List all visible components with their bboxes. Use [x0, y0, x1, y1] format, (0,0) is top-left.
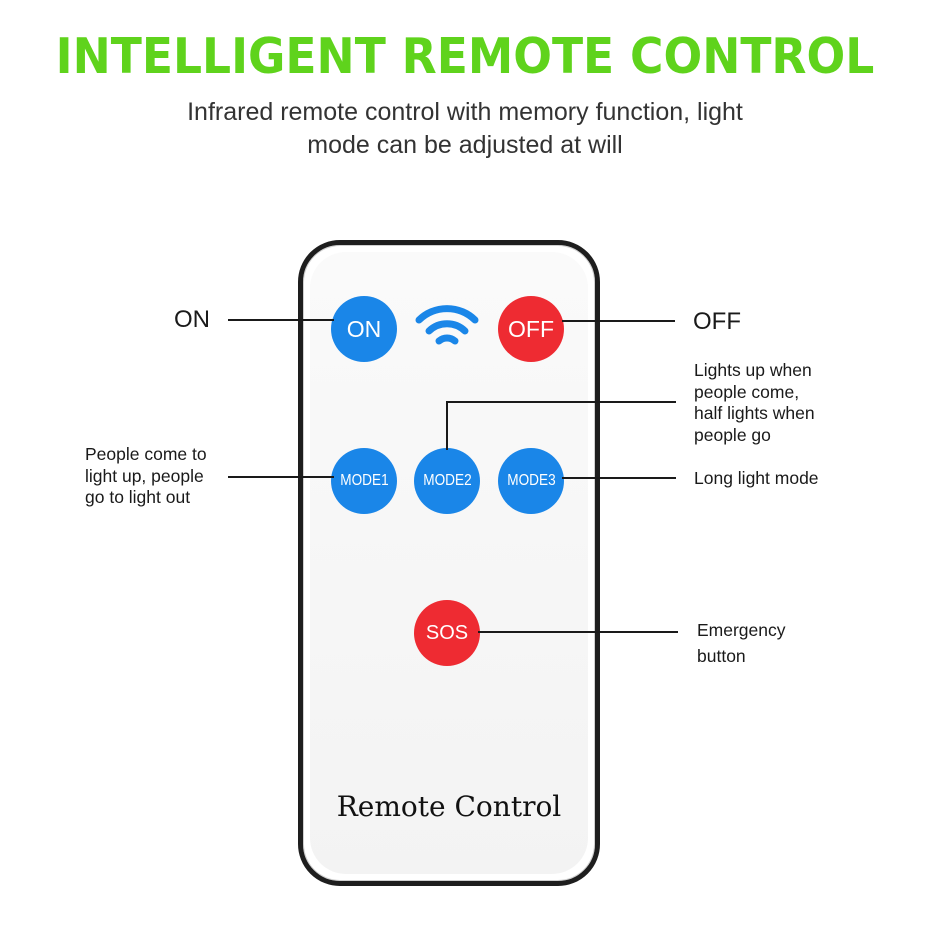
mode2-leader-vertical: [446, 401, 448, 450]
mode2-button[interactable]: MODE2: [414, 448, 480, 514]
off-button[interactable]: OFF: [498, 296, 564, 362]
subtitle-line-1: Infrared remote control with memory func…: [187, 98, 743, 126]
remote-brand-text: Remote Control: [336, 790, 562, 823]
mode2-button-label: MODE2: [422, 472, 472, 489]
mode3-leader-line: [562, 477, 676, 479]
off-leader-line: [562, 320, 675, 322]
on-callout: ON: [174, 306, 210, 333]
sos-leader-line: [478, 631, 678, 633]
wifi-icon: [415, 302, 479, 352]
mode2-callout: Lights up when people come, half lights …: [694, 360, 815, 446]
headline: INTELLIGENT REMOTE CONTROL: [55, 28, 875, 85]
on-button[interactable]: ON: [331, 296, 397, 362]
mode2-callout-line-3: half lights when: [694, 403, 815, 423]
mode1-callout-line-1: People come to: [85, 444, 207, 464]
mode3-button[interactable]: MODE3: [498, 448, 564, 514]
mode2-callout-line-1: Lights up when: [694, 360, 812, 380]
mode1-button[interactable]: MODE1: [331, 448, 397, 514]
mode1-callout: People come to light up, people go to li…: [85, 444, 207, 509]
mode1-callout-line-3: go to light out: [85, 487, 191, 507]
mode2-leader-horizontal: [446, 401, 676, 403]
off-callout: OFF: [693, 308, 741, 335]
off-button-label: OFF: [508, 315, 554, 342]
mode1-button-label: MODE1: [339, 472, 389, 489]
sos-callout: Emergency button: [697, 617, 786, 669]
sos-button-label: SOS: [425, 621, 469, 644]
subtitle-line-2: mode can be adjusted at will: [307, 131, 623, 159]
sos-button[interactable]: SOS: [414, 600, 480, 666]
mode3-callout: Long light mode: [694, 468, 819, 488]
sos-callout-line-1: Emergency: [697, 620, 786, 640]
mode2-callout-line-4: people go: [694, 424, 771, 445]
on-button-label: ON: [346, 315, 382, 342]
mode1-callout-line-2: light up, people: [85, 465, 204, 486]
mode3-button-label: MODE3: [506, 472, 556, 489]
on-leader-line: [228, 319, 334, 321]
mode1-leader-line: [228, 476, 334, 478]
subtitle: Infrared remote control with memory func…: [140, 96, 790, 162]
sos-callout-line-2: button: [697, 646, 746, 666]
mode2-callout-line-2: people come,: [694, 381, 800, 402]
